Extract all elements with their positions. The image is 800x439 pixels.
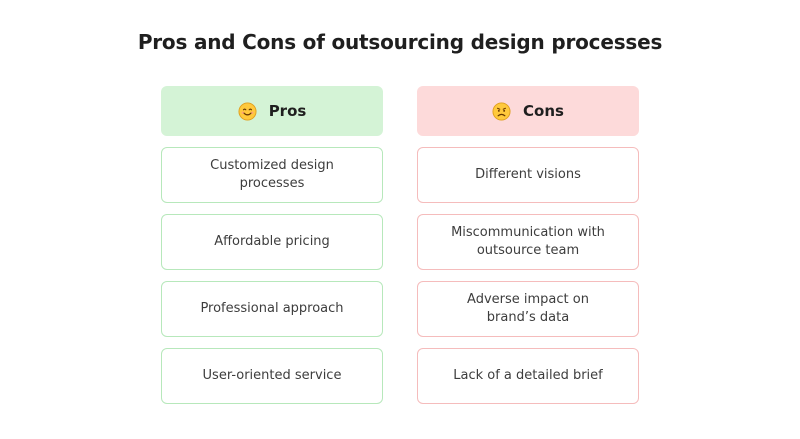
pro-item: Customized design processes xyxy=(161,147,383,203)
cons-label: Cons xyxy=(523,102,564,120)
con-item: Different visions xyxy=(417,147,639,203)
pros-header: Pros xyxy=(161,86,383,136)
con-item: Adverse impact on brand’s data xyxy=(417,281,639,337)
page-title: Pros and Cons of outsourcing design proc… xyxy=(137,30,663,54)
pro-item: Affordable pricing xyxy=(161,214,383,270)
smiling-face-icon xyxy=(238,101,257,121)
con-item: Miscommunication with outsource team xyxy=(417,214,639,270)
pro-item: User-oriented service xyxy=(161,348,383,404)
cons-column: Cons Different visions Miscommunication … xyxy=(417,86,639,404)
pros-column: Pros Customized design processes Afforda… xyxy=(161,86,383,404)
cons-header: Cons xyxy=(417,86,639,136)
pro-item: Professional approach xyxy=(161,281,383,337)
con-item: Lack of a detailed brief xyxy=(417,348,639,404)
frowning-face-icon xyxy=(492,101,511,121)
pros-label: Pros xyxy=(268,102,307,120)
